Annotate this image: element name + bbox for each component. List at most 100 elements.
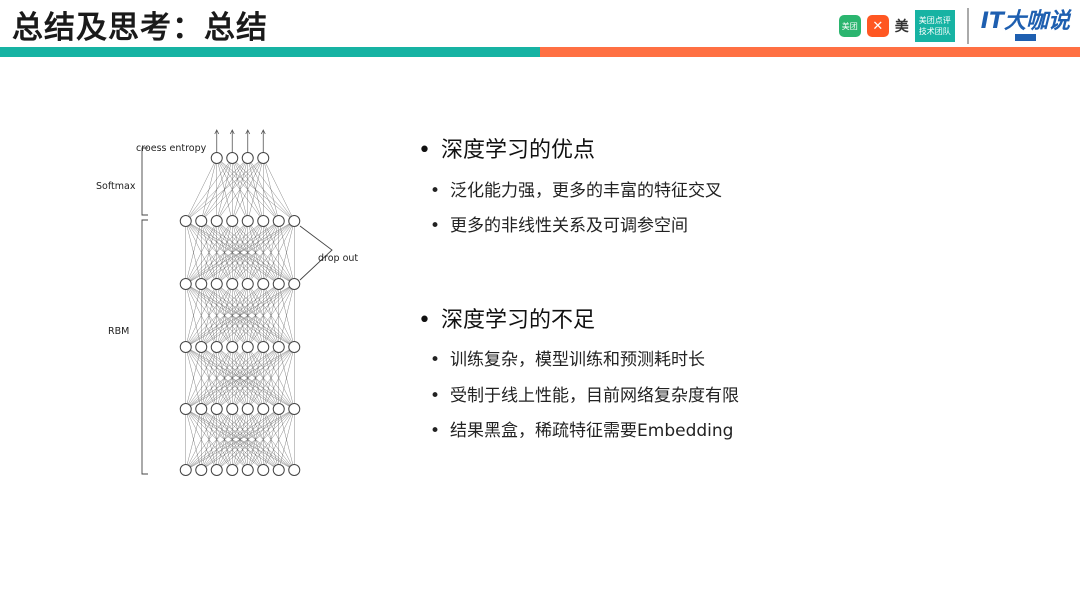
connection-line — [185, 408, 279, 471]
connection-line — [278, 408, 295, 471]
header-bar-teal — [0, 47, 540, 57]
list-item: •更多的非线性关系及可调参空间 — [430, 216, 689, 236]
neuron-node — [288, 215, 301, 227]
connection-line — [185, 220, 202, 285]
connection-line — [185, 346, 279, 410]
connection-line — [185, 283, 202, 348]
connection-line — [278, 220, 295, 285]
connection-line — [232, 283, 295, 348]
connection-line — [201, 157, 264, 222]
neuron-node — [210, 215, 223, 227]
connection-line — [216, 220, 295, 285]
connection-line — [185, 346, 248, 410]
it-logo-text: IT大咖说 — [980, 9, 1070, 34]
neuron-node — [226, 278, 239, 290]
neuron-node — [195, 215, 208, 227]
bracket-lines — [141, 147, 333, 475]
connection-line — [185, 220, 264, 285]
output-arrow-icon — [214, 129, 220, 153]
connection-line — [185, 408, 295, 471]
connection-line — [232, 220, 295, 285]
connection-line — [216, 346, 295, 410]
neuron-node — [288, 403, 301, 415]
neuron-node — [257, 152, 270, 164]
neuron-node — [226, 215, 239, 227]
neuron-node — [210, 464, 223, 476]
connection-line — [263, 157, 279, 222]
neuron-node — [241, 215, 254, 227]
neuron-node — [210, 152, 223, 164]
heading-disadvantages: •深度学习的不足 — [418, 308, 595, 333]
neuron-node — [257, 464, 270, 476]
connection-line — [185, 408, 202, 471]
connection-line — [232, 346, 295, 410]
connection-line — [201, 346, 295, 410]
connection-line — [263, 220, 295, 285]
connection-line — [185, 283, 233, 348]
neuron-node — [179, 464, 192, 476]
bullet-icon: • — [430, 421, 441, 441]
connection-line — [185, 408, 264, 471]
logo-separator — [966, 8, 969, 44]
connection-line — [185, 346, 264, 410]
neuron-node — [241, 403, 254, 415]
bullet-icon: • — [418, 308, 431, 333]
bullet-icon: • — [430, 386, 441, 406]
connection-line — [185, 408, 248, 471]
header-logos: 美团 ✕ 美 美团点评 技术团队 IT大咖说 — [838, 6, 1070, 46]
connection-line — [185, 283, 279, 348]
connection-line — [247, 283, 295, 348]
connection-line — [185, 220, 248, 285]
connection-line — [232, 408, 295, 471]
connection-line — [185, 346, 202, 410]
list-item: •结果黑盒，稀疏特征需要Embedding — [430, 421, 734, 441]
bullet-icon: • — [418, 138, 431, 163]
connection-line — [185, 283, 295, 348]
neuron-node — [257, 278, 270, 290]
neuron-node — [210, 278, 223, 290]
connection-line — [185, 346, 217, 410]
bullet-icon: • — [430, 350, 441, 370]
neuron-node — [195, 341, 208, 353]
neuron-node — [226, 464, 239, 476]
connection-line — [185, 283, 217, 348]
connection-line — [201, 408, 295, 471]
output-arrow-icon — [260, 129, 266, 153]
connection-line — [263, 346, 295, 410]
heading-advantages: •深度学习的优点 — [418, 138, 595, 163]
neuron-node — [257, 215, 270, 227]
bullet-icon: • — [430, 181, 441, 201]
neural-network-diagram: croess entropy Softmax drop out RBM — [96, 129, 358, 476]
connection-line — [185, 157, 248, 222]
header-bar-orange — [540, 47, 1080, 57]
neuron-node — [241, 152, 254, 164]
connection-line — [263, 408, 295, 471]
neuron-node — [241, 278, 254, 290]
neuron-node — [288, 278, 301, 290]
tech-logo-line2: 技术团队 — [918, 27, 951, 36]
connection-line — [278, 283, 295, 348]
list-item: •训练复杂，模型训练和预测耗时长 — [430, 350, 706, 370]
connection-line — [185, 346, 295, 410]
connection-line — [185, 408, 217, 471]
connection-line — [185, 220, 233, 285]
neuron-node — [226, 152, 239, 164]
softmax-label: Softmax — [96, 181, 136, 192]
tech-team-logo: 美团点评 技术团队 — [914, 10, 955, 42]
rbm-label: RBM — [108, 326, 129, 337]
connection-line — [185, 408, 233, 471]
connection-line — [185, 283, 264, 348]
neuron-node — [179, 341, 192, 353]
neuron-node — [241, 341, 254, 353]
connection-line — [201, 220, 295, 285]
neuron-node — [195, 464, 208, 476]
neuron-node — [226, 341, 239, 353]
neuron-node — [210, 341, 223, 353]
connection-line — [185, 157, 217, 222]
neuron-node — [272, 464, 285, 476]
connection-line — [216, 408, 295, 471]
connection-line — [263, 283, 295, 348]
output-arrow-icon — [229, 129, 235, 153]
connection-line — [263, 157, 295, 222]
connection-line — [185, 346, 233, 410]
